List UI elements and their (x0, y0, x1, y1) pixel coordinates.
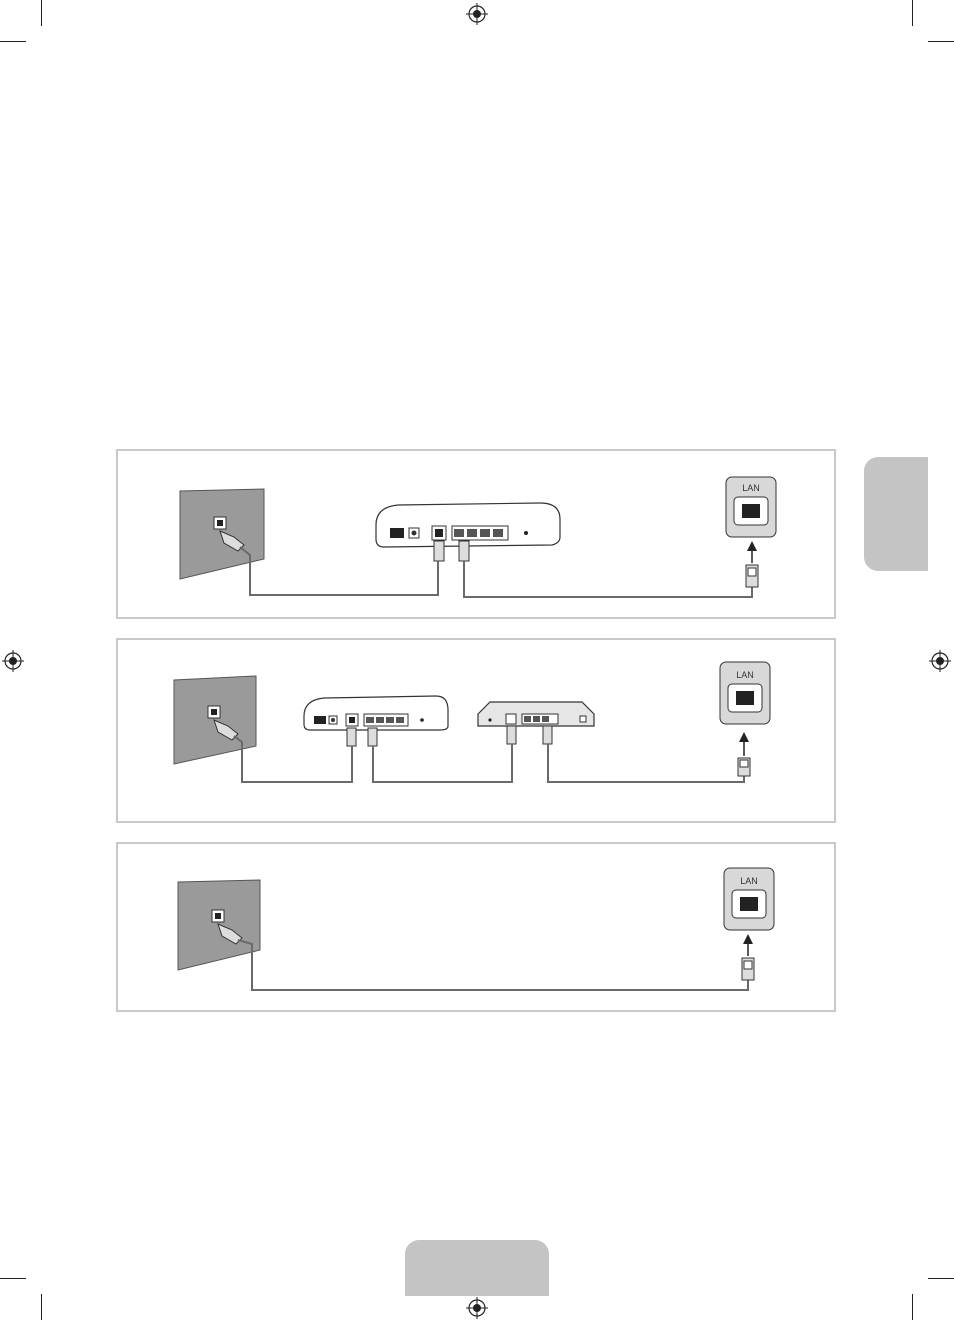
crop-mark (928, 41, 954, 42)
crop-mark (41, 0, 42, 26)
ethernet-cable (238, 940, 748, 990)
diagram-panel-direct: LAN (116, 842, 836, 1012)
lan-port-label: LAN (740, 876, 758, 886)
ethernet-plug-icon (742, 958, 754, 980)
diagram-panel-modem-switch: LAN (116, 638, 836, 823)
crop-mark (912, 0, 913, 26)
side-language-tab (864, 457, 928, 571)
ethernet-cable (373, 744, 512, 782)
crop-mark (912, 1294, 913, 1320)
wall-outlet-icon (174, 676, 256, 764)
ethernet-cable (240, 547, 438, 595)
crop-mark (41, 1294, 42, 1320)
arrow-up-icon (747, 541, 757, 563)
arrow-up-icon (743, 934, 753, 956)
crop-mark (928, 1278, 954, 1279)
arrow-up-icon (739, 732, 749, 756)
modem-router-icon (376, 503, 560, 547)
registration-mark-icon (2, 650, 24, 672)
modem-router-icon (304, 696, 448, 730)
ethernet-cable (464, 561, 752, 597)
lan-port-icon: LAN (724, 868, 774, 930)
crop-mark (0, 1278, 26, 1279)
ethernet-plug-icon (738, 758, 750, 776)
registration-mark-icon (466, 3, 488, 25)
ethernet-cable (548, 744, 744, 782)
registration-mark-icon (466, 1297, 488, 1319)
network-switch-icon (478, 702, 594, 726)
diagram-panel-modem: LAN (116, 449, 836, 619)
ethernet-plug-icon (746, 565, 758, 587)
wall-outlet-icon (178, 880, 260, 970)
registration-mark-icon (929, 650, 951, 672)
lan-port-label: LAN (742, 483, 760, 493)
wall-outlet-icon (180, 489, 264, 579)
lan-port-icon: LAN (720, 662, 770, 724)
lan-port-label: LAN (736, 670, 754, 680)
lan-port-icon: LAN (726, 477, 776, 537)
page-number-tab (405, 1240, 549, 1296)
crop-mark (0, 41, 26, 42)
